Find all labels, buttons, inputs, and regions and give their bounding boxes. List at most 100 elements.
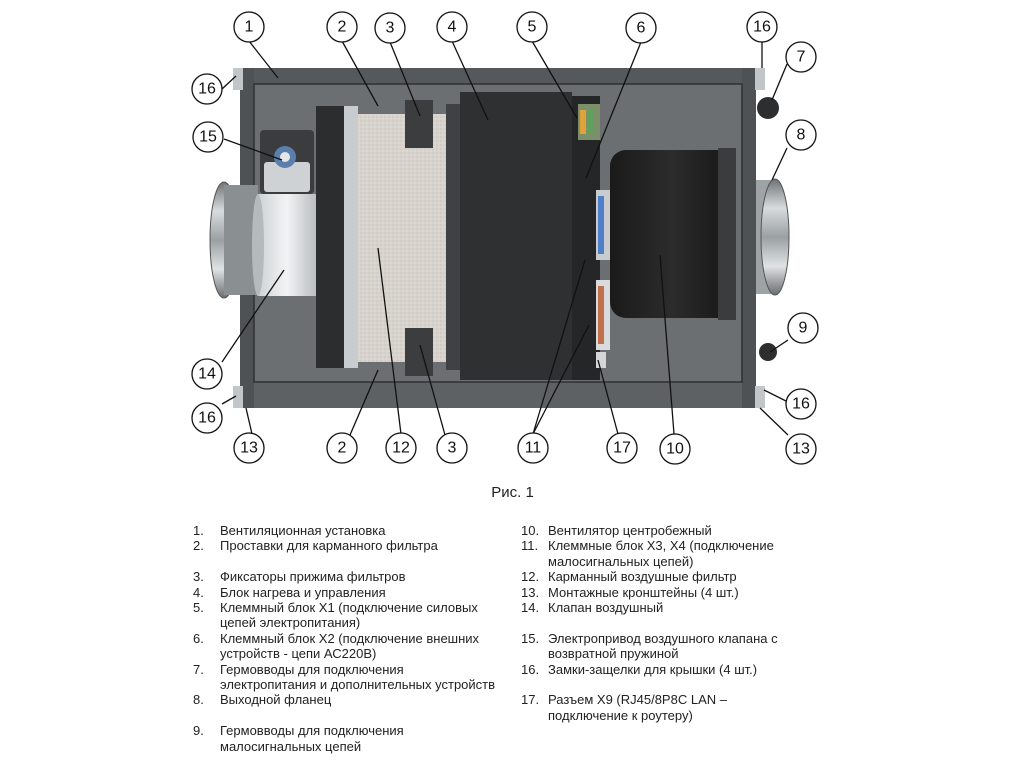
legend-text: устройств - цепи АС220В)	[220, 646, 377, 662]
legend-text: подключение к роутеру)	[548, 707, 693, 723]
legend-text: Гермовводы для подключения	[220, 723, 404, 739]
legend-number	[521, 708, 548, 723]
legend-text	[220, 708, 513, 723]
legend-text: малосигнальных цепей	[220, 738, 362, 754]
callout-label: 2	[338, 19, 347, 36]
callout-label: 4	[448, 19, 457, 36]
legend-number: 14.	[521, 600, 540, 616]
legend-number: 1.	[193, 523, 204, 538]
latch	[755, 386, 765, 408]
legend-item: 6. Клеммный блок X2 (подключение внешних	[193, 631, 513, 646]
legend-number	[521, 646, 548, 661]
callouts	[191, 11, 819, 465]
legend-item: 17. Разъем X9 (RJ45/8P8C LAN –	[521, 692, 821, 707]
legend-number: 6.	[193, 630, 204, 646]
legend-number: 10.	[521, 523, 540, 538]
legend-number	[521, 554, 548, 569]
legend-number: 17.	[521, 692, 540, 708]
legend-text: Проставки для карманного фильтра	[220, 538, 438, 554]
legend-number: 13.	[521, 584, 540, 600]
latch	[233, 386, 243, 408]
callout-label: 1	[245, 19, 254, 36]
centrifugal-fan	[610, 148, 736, 320]
legend-text: Вентиляционная установка	[220, 523, 386, 538]
legend-item	[193, 554, 513, 569]
legend-text: Замки-защелки для крышки (4 шт.)	[548, 661, 758, 677]
legend-item	[521, 615, 821, 630]
legend-number: 11.	[521, 538, 539, 554]
legend-text: возвратной пружиной	[548, 646, 679, 662]
legend-item: малосигнальных цепей)	[521, 554, 821, 569]
callout-label: 17	[613, 440, 631, 457]
legend-item: 4.Блок нагрева и управления	[193, 585, 513, 600]
callout-label: 13	[792, 441, 810, 458]
callout-label: 8	[797, 127, 806, 144]
filter-section	[316, 100, 460, 376]
callout-label: 16	[198, 410, 216, 427]
legend-text: Карманный воздушные фильтр	[548, 569, 737, 585]
legend-number: 12.	[521, 569, 540, 585]
legend-number: 8.	[193, 692, 204, 708]
legend-text: Клеммные блок X3, X4 (подключение	[548, 538, 774, 554]
legend-item: цепей электропитания)	[193, 615, 513, 630]
legend-text: Клапан воздушный	[548, 600, 664, 616]
legend-item: 12. Карманный воздушные фильтр	[521, 569, 821, 584]
legend-number	[193, 677, 220, 692]
legend-number: 7.	[193, 661, 204, 677]
legend-item: электропитания и дополнительных устройст…	[193, 677, 513, 692]
legend-number	[521, 677, 548, 692]
legend-text	[220, 554, 513, 569]
callout-label: 10	[666, 441, 684, 458]
legend-text: Клеммный блок X1 (подключение силовых	[220, 600, 478, 616]
callout-label: 12	[392, 440, 410, 457]
legend-item: устройств - цепи АС220В)	[193, 646, 513, 661]
legend-text: электропитания и дополнительных устройст…	[220, 677, 496, 693]
callout-label: 13	[240, 440, 258, 457]
legend-number: 9.	[193, 723, 204, 739]
callout-label: 16	[753, 19, 771, 36]
callout-label: 9	[799, 320, 808, 337]
legend-number: 16.	[521, 661, 540, 677]
callout-label: 7	[797, 49, 806, 66]
legend-number: 4.	[193, 584, 204, 600]
legend-item	[521, 677, 821, 692]
legend-item: 9. Гермовводы для подключения	[193, 723, 513, 738]
legend-text: Электропривод воздушного клапана с	[548, 630, 778, 646]
callout-label: 5	[528, 19, 537, 36]
legend-number	[193, 708, 220, 723]
legend-item: 5. Клеммный блок X1 (подключение силовых	[193, 600, 513, 615]
legend-item	[193, 708, 513, 723]
legend-text: Вентилятор центробежный	[548, 523, 712, 538]
legend-text	[548, 615, 821, 630]
legend-item: 8.Выходной фланец	[193, 692, 513, 707]
latch	[755, 68, 765, 90]
legend-number	[193, 615, 220, 630]
legend-text: Монтажные кронштейны (4 шт.)	[548, 584, 739, 600]
legend-number	[193, 646, 220, 661]
callout-label: 11	[525, 440, 542, 457]
legend-text: Фиксаторы прижима фильтров	[220, 569, 406, 585]
damper-actuator	[260, 130, 314, 194]
legend-text: Разъем X9 (RJ45/8P8C LAN –	[548, 692, 727, 708]
cable-gland-power	[757, 97, 779, 119]
legend-number	[521, 615, 548, 630]
figure-caption: Рис. 1	[491, 484, 534, 501]
legend-text: Клеммный блок X2 (подключение внешних	[220, 630, 480, 646]
legend-text: малосигнальных цепей)	[548, 553, 694, 569]
legend-item: 10. Вентилятор центробежный	[521, 523, 821, 538]
legend-item: возвратной пружиной	[521, 646, 821, 661]
callout-label: 14	[198, 366, 216, 383]
legend-number: 15.	[521, 630, 540, 646]
legend-item: 7.Гермовводы для подключения	[193, 662, 513, 677]
outlet-flange	[756, 178, 790, 296]
legend-item: 16. Замки-защелки для крышки (4 шт.)	[521, 662, 821, 677]
cable-gland-signal	[759, 343, 777, 361]
legend-item: 11. Клеммные блок X3, X4 (подключение	[521, 538, 821, 553]
legend-right-column: 10. Вентилятор центробежный 11. Клеммные б…	[521, 523, 821, 723]
callout-label: 16	[198, 81, 216, 98]
legend-number: 5.	[193, 600, 204, 616]
legend-number	[193, 554, 220, 569]
legend-item: 15. Электропривод воздушного клапана с	[521, 631, 821, 646]
legend-item: 13. Монтажные кронштейны (4 шт.)	[521, 585, 821, 600]
legend-item: малосигнальных цепей	[193, 739, 513, 754]
